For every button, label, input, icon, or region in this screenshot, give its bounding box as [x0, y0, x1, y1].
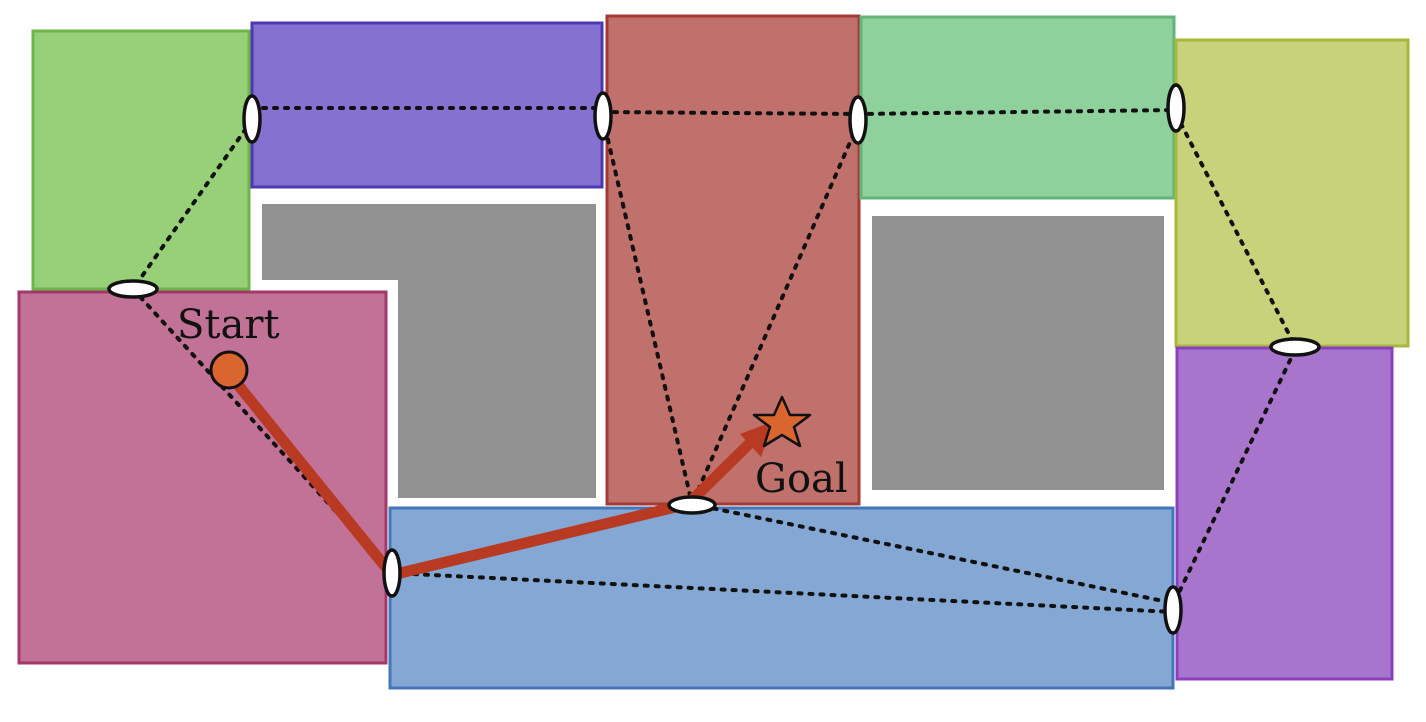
graph-edge [601, 116, 694, 506]
portals [107, 83, 1321, 635]
portal-node [593, 91, 613, 141]
portal-node [382, 548, 402, 598]
graph-edge [390, 571, 1175, 614]
region-purple-right [1175, 346, 1394, 681]
region-green-left [31, 29, 251, 291]
portal-node [848, 95, 868, 145]
region-magenta-left [17, 290, 388, 665]
path-arrowhead [740, 421, 774, 457]
region-red-center [605, 14, 861, 506]
start-label: Start [177, 302, 280, 348]
planned-path [221, 366, 774, 581]
portal-node [1269, 337, 1321, 357]
graph-edge [856, 108, 1178, 116]
goal-marker: Goal [752, 395, 848, 502]
goal-star-icon [752, 395, 812, 448]
graph-edge [1171, 348, 1297, 607]
graph-edge [1174, 112, 1297, 348]
regions [17, 14, 1410, 690]
graph-edge [690, 122, 860, 506]
portal-node [1166, 83, 1186, 133]
graph-edge [690, 502, 1175, 605]
graph-edge [131, 118, 254, 291]
portal-node [667, 495, 717, 515]
path-line [221, 366, 754, 581]
start-marker: Start [177, 302, 280, 390]
graph-edge [601, 110, 860, 116]
obstacle-left-tall [398, 204, 596, 498]
start-circle-icon [209, 350, 249, 390]
region-blue-bottom [388, 506, 1175, 690]
graph-edges [131, 106, 1297, 614]
obstacles [262, 204, 1164, 498]
region-olive-right [1174, 38, 1410, 348]
region-green-top-right [859, 15, 1176, 200]
portal-node [107, 279, 159, 299]
portal-node [1163, 585, 1183, 635]
region-indigo-top [250, 21, 604, 189]
goal-label: Goal [755, 456, 848, 502]
obstacle-right [872, 216, 1164, 490]
portal-node [242, 94, 262, 144]
obstacle-left-top [262, 204, 402, 280]
